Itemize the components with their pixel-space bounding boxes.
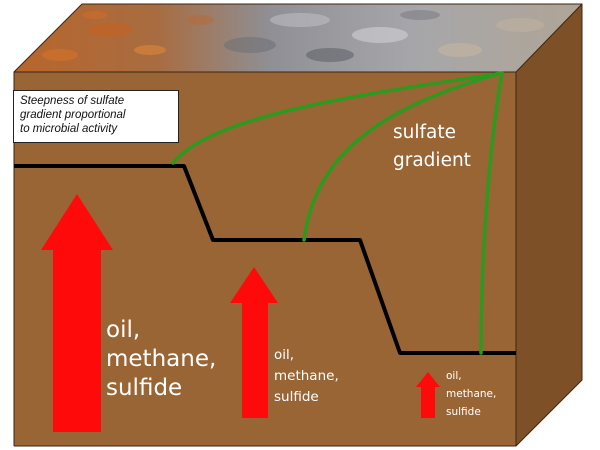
sediment-side-face [516, 4, 582, 446]
interface-line [14, 164, 516, 355]
flux-arrow-small [416, 372, 440, 418]
flux-label-line: sulfide [106, 375, 183, 401]
gradient-curve-gentle [479, 71, 504, 355]
sulfate-gradient-label: sulfate gradient [393, 119, 471, 175]
gradient-label-line: sulfate [393, 122, 456, 143]
note-line: Steepness of sulfate [20, 95, 125, 107]
gradient-label-line: gradient [393, 150, 471, 171]
flux-label-medium: oil, methane, sulfide [274, 345, 339, 408]
flux-label-line: sulfide [274, 389, 319, 405]
seafloor-surface [14, 4, 582, 72]
seafloor-texture [42, 10, 544, 62]
flux-label-line: methane, [446, 388, 497, 400]
flux-label-small: oil, methane, sulfide [446, 367, 496, 421]
flux-label-line: methane, [274, 368, 339, 384]
sulfate-gradient-curves [171, 71, 504, 355]
gradient-curve-medium [302, 71, 504, 242]
activity-note: Steepness of sulfate gradient proportion… [13, 90, 179, 143]
note-line: gradient proportional [20, 109, 126, 121]
gradient-curve-steep [171, 71, 504, 165]
flux-label-line: sulfide [446, 406, 481, 418]
flux-label-line: methane, [106, 346, 217, 372]
flux-arrow-large [41, 194, 113, 432]
flux-label-large: oil, methane, sulfide [106, 316, 216, 403]
note-line: to microbial activity [20, 123, 118, 135]
flux-label-line: oil, [106, 317, 141, 343]
flux-label-line: oil, [446, 370, 462, 382]
flux-arrow-medium [230, 267, 278, 418]
flux-label-line: oil, [274, 347, 295, 363]
